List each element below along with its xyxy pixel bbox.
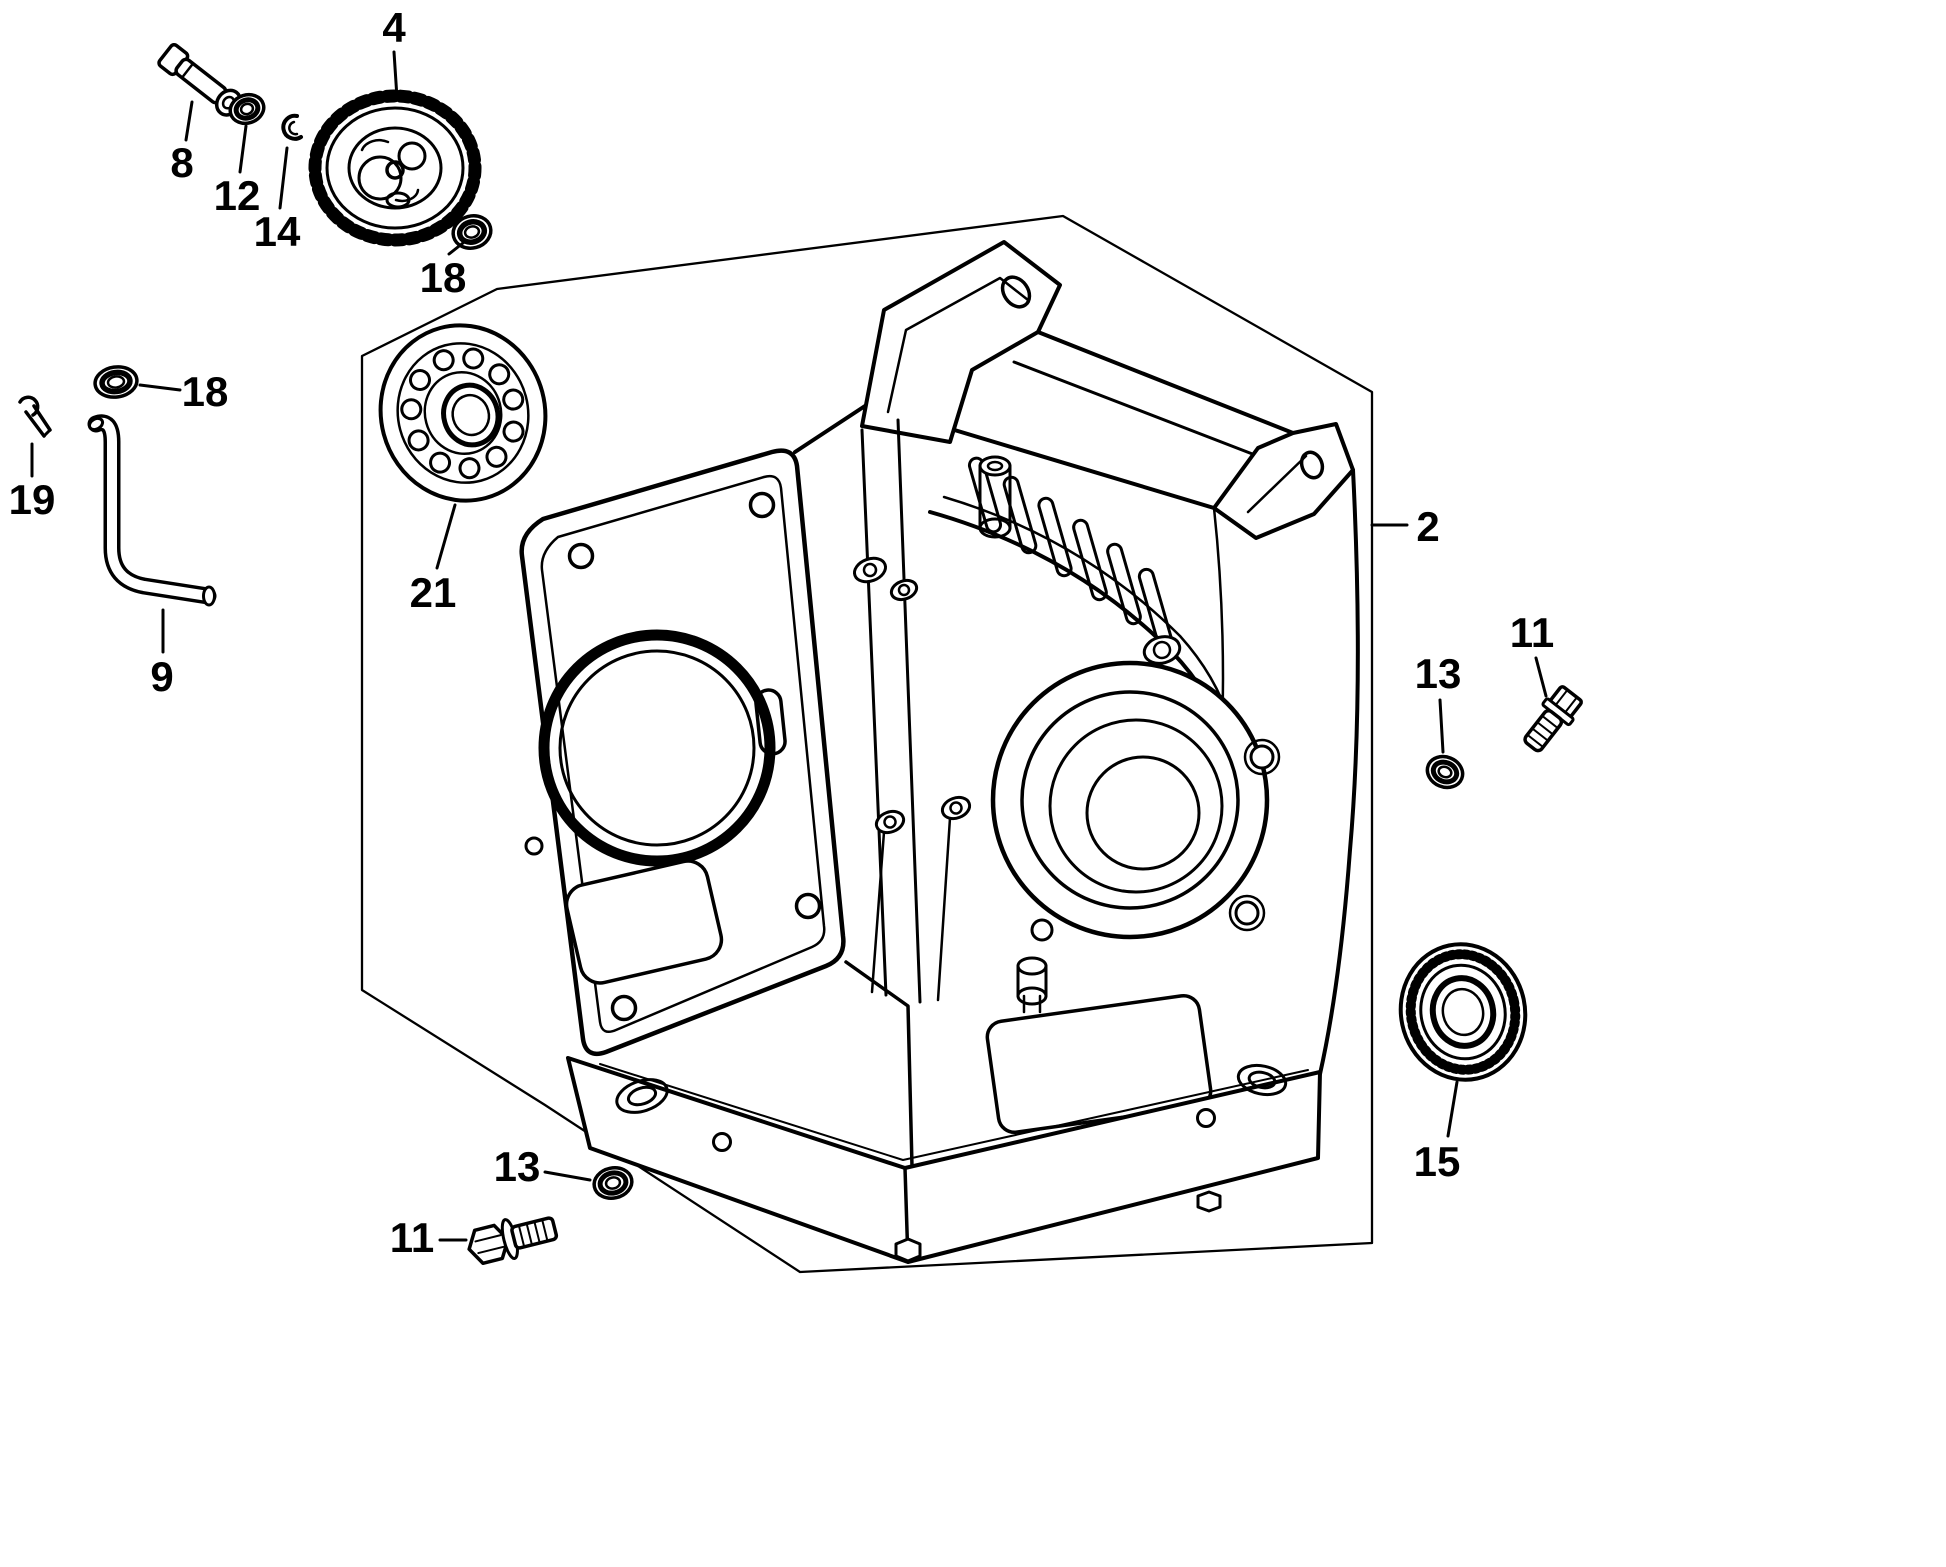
callout-11-right: 11 — [1509, 609, 1555, 656]
callout-2: 2 — [1416, 503, 1440, 550]
callout-14: 14 — [253, 208, 301, 255]
name-plate — [564, 859, 724, 985]
small-washer-12 — [228, 92, 266, 126]
callout-8: 8 — [170, 139, 194, 186]
callout-21: 21 — [409, 569, 457, 616]
oil-pipe — [87, 414, 217, 607]
sealing-washer-bottom — [592, 1166, 634, 1200]
callout-18-gear: 18 — [419, 254, 467, 301]
callout-11-bottom: 11 — [389, 1214, 435, 1261]
parts-group-boundary — [360, 214, 1374, 1274]
callout-18-left: 18 — [181, 368, 229, 415]
cylinder-face — [519, 448, 846, 1057]
flange-bolt-bottom — [467, 1216, 559, 1266]
oil-seal — [1398, 942, 1528, 1082]
flange-bolt-right — [1523, 685, 1583, 753]
ball-bearing — [378, 323, 548, 503]
callout-4: 4 — [382, 4, 406, 51]
callout-9: 9 — [150, 653, 174, 700]
sealing-washer-right — [1425, 754, 1465, 790]
retaining-clip — [281, 113, 303, 141]
leader-lines — [30, 50, 1548, 1242]
cylinder-block-body — [566, 240, 1360, 1264]
cotter-pin — [18, 395, 52, 438]
pivot-bolt — [157, 43, 243, 117]
callout-12: 12 — [213, 172, 261, 219]
washer-18-gear — [451, 214, 493, 250]
washer-18-left — [93, 365, 139, 399]
callout-19: 19 — [8, 476, 56, 523]
callout-13-right: 13 — [1414, 650, 1462, 697]
callout-15: 15 — [1413, 1138, 1461, 1185]
callout-13-bottom: 13 — [493, 1143, 541, 1190]
governor-gear — [308, 89, 482, 247]
cylinder-bore — [538, 629, 776, 867]
